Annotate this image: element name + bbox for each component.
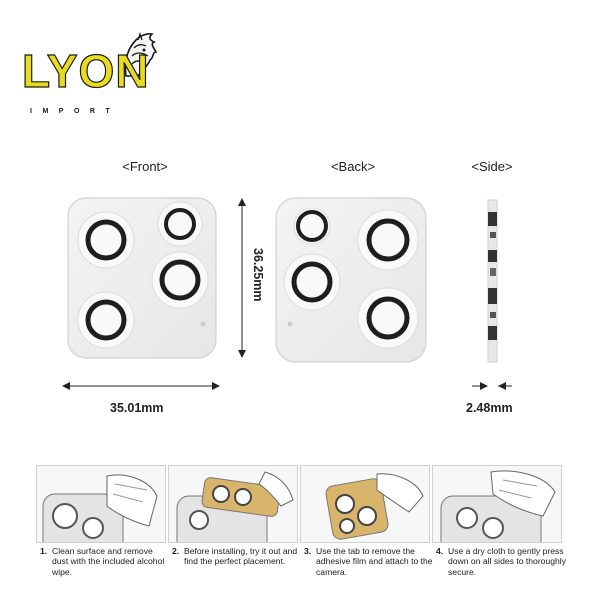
- side-view-label: <Side>: [471, 159, 513, 174]
- front-lens-protector: [67, 197, 217, 359]
- step-2-illustration: [168, 465, 298, 543]
- step-text: Before installing, try it out and find t…: [184, 546, 298, 567]
- step-text: Use the tab to remove the adhesive film …: [316, 546, 433, 577]
- step-number: 4.: [436, 546, 444, 556]
- brand-name: LYON: [21, 45, 150, 97]
- step-number: 2.: [172, 546, 180, 556]
- step-4-illustration: [432, 465, 562, 543]
- width-dimension-arrow: [62, 382, 220, 390]
- width-dimension-label: 35.01mm: [110, 401, 164, 415]
- hand-illustration-icon: [325, 473, 424, 540]
- step-3-illustration: [300, 465, 430, 543]
- front-view-label: <Front>: [122, 159, 168, 174]
- step-text: Use a dry cloth to gently press down on …: [448, 546, 567, 577]
- back-lens-protector: [275, 197, 427, 363]
- phone-illustration-icon: [440, 470, 556, 542]
- side-profile: [487, 199, 498, 363]
- brand-subtitle: IMPORT: [30, 108, 121, 115]
- phone-illustration-icon: [176, 471, 294, 542]
- step-text: Clean surface and remove dust with the i…: [52, 546, 165, 577]
- height-dimension-arrow: [238, 198, 246, 358]
- depth-dimension-arrow: [472, 382, 512, 390]
- height-dimension-label: 36.25mm: [251, 248, 265, 302]
- step-number: 3.: [304, 546, 312, 556]
- step-number: 1.: [40, 546, 48, 556]
- step-1-illustration: [36, 465, 166, 543]
- depth-dimension-label: 2.48mm: [466, 401, 513, 415]
- hand-illustration-icon: [42, 474, 158, 542]
- brand-logo: LYON IMPORT: [21, 14, 182, 115]
- back-view-label: <Back>: [330, 159, 376, 174]
- lion-logo-icon: [124, 31, 158, 77]
